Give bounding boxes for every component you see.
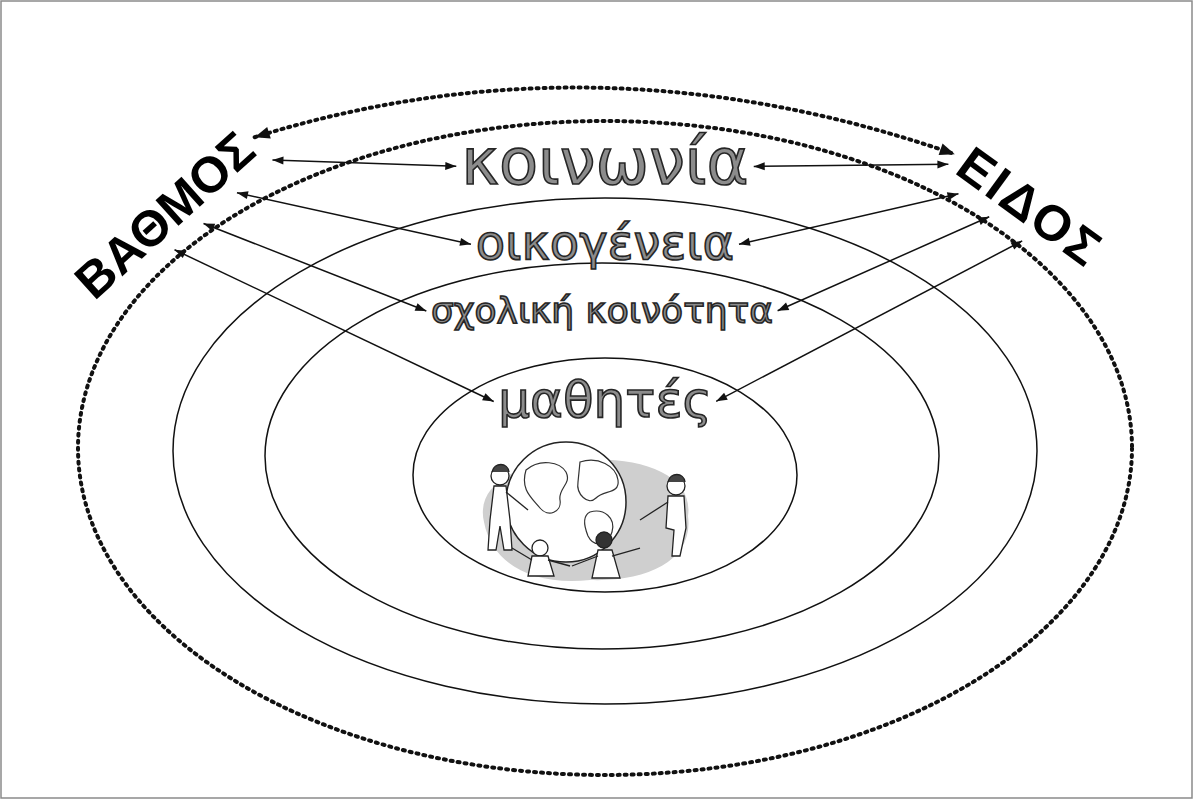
child-figure — [640, 475, 686, 557]
arrow-head — [937, 160, 948, 168]
arrow-head — [255, 127, 271, 138]
arrow-line — [204, 223, 427, 310]
arrow-head — [272, 156, 283, 164]
arrow-head — [482, 393, 494, 401]
arrow-head — [716, 393, 728, 402]
arrow-line — [754, 164, 949, 166]
globe — [506, 442, 626, 562]
continent — [578, 460, 618, 500]
connector-arrow — [754, 160, 949, 170]
level-label: μαθητές — [498, 372, 712, 430]
arrow-head — [754, 162, 765, 170]
arrow-head — [237, 191, 249, 199]
arrow-line — [272, 160, 456, 166]
arrow-line — [778, 217, 990, 311]
child-figure — [488, 465, 528, 551]
ellipse-region: οικογένεια σχολική κοινότητα μαθητές — [170, 195, 1040, 707]
connector-arrow — [204, 223, 427, 310]
axis-node: ΕΙΔΟΣ — [943, 134, 1116, 281]
ellipse-region: σχολική κοινότητα μαθητές — [262, 260, 942, 652]
level-label: σχολική κοινότητα — [431, 290, 773, 331]
arrow-head — [739, 238, 751, 246]
connector-arrow — [778, 217, 990, 311]
connector-arrow — [739, 192, 958, 245]
ellipse-region: μαθητές — [410, 355, 800, 595]
continent — [524, 463, 567, 513]
ellipse-outline — [170, 195, 1040, 707]
arrow-head — [778, 303, 790, 311]
arrow-line — [739, 194, 958, 244]
level-label: κοινωνία — [461, 126, 748, 200]
arrow-head — [459, 238, 471, 246]
arrow-head — [445, 162, 456, 170]
dotted-ellipse: κοινωνία οικογένεια σχολική κοινότητα μαθητ… — [75, 118, 1135, 778]
axis-label: ΕΙΔΟΣ — [943, 134, 1116, 281]
ellipse-line — [265, 263, 939, 649]
ellipse-line — [413, 358, 797, 592]
level-label: οικογένεια — [476, 215, 734, 270]
arrow-head — [415, 303, 427, 311]
ellipse-line — [78, 121, 1132, 775]
child-figure — [572, 532, 640, 578]
child-figure — [512, 540, 570, 576]
ellipse-line — [173, 198, 1037, 704]
arrow-head — [939, 144, 955, 155]
